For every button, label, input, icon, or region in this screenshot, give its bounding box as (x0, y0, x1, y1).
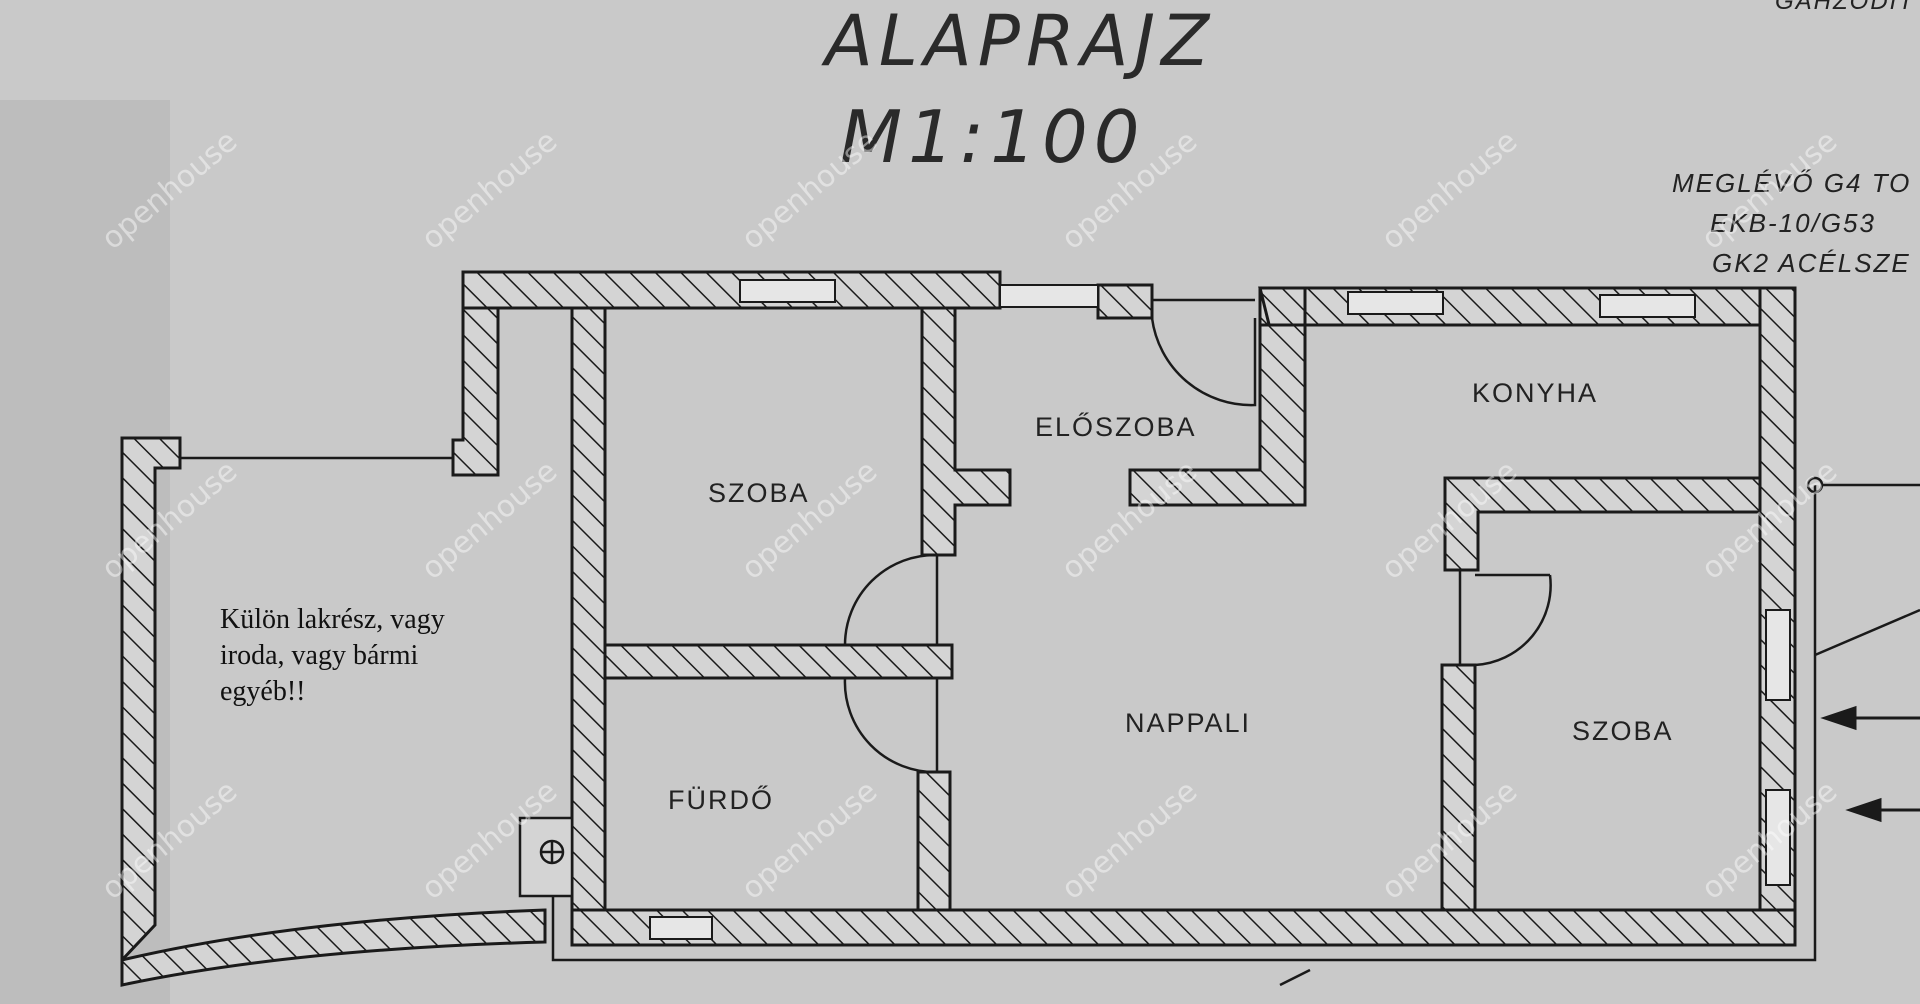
wall-szoba-right-left (1440, 663, 1477, 922)
annex-note-line-3: egyéb!! (220, 676, 306, 707)
annex-note-line-2: iroda, vagy bármi (220, 640, 419, 671)
room-label-furdo: FÜRDŐ (668, 785, 774, 815)
door-furdo-arc (843, 677, 938, 774)
wall-bottom (570, 908, 1797, 947)
wall-konyha-szoba (1443, 476, 1772, 572)
doors (843, 298, 1552, 774)
annex-note-line-1: Külön lakrész, vagy (220, 604, 445, 635)
door-entry-arc (1150, 317, 1257, 407)
wall-szoba-eloszoba (920, 306, 1012, 557)
room-label-szoba-left: SZOBA (708, 478, 810, 508)
window-6 (1765, 609, 1791, 701)
wall-szoba-furdo (603, 643, 954, 680)
door-szoba-right-arc (1474, 574, 1552, 667)
window-2 (999, 284, 1099, 308)
wall-furdo-right (916, 770, 952, 912)
top-right-fragment: GAHZODIT (1775, 0, 1915, 15)
room-label-konyha: KONYHA (1472, 378, 1599, 408)
wall-top-left (461, 270, 1002, 310)
leader-bottom (1279, 968, 1311, 987)
window-3 (1347, 291, 1444, 315)
chimney-box (518, 816, 574, 898)
annex-note: Külön lakrész, vagy iroda, vagy bármi eg… (220, 602, 445, 710)
side-note-line-1: MEGLÉVŐ G4 TO (1672, 168, 1912, 198)
arrows (1820, 705, 1920, 823)
wall-top-entry (1096, 283, 1154, 320)
room-label-nappali: NAPPALI (1125, 708, 1252, 738)
room-label-szoba-right: SZOBA (1572, 716, 1674, 746)
wall-annex-left (120, 436, 182, 964)
room-label-eloszoba: ELŐSZOBA (1035, 412, 1197, 442)
leader-line (1814, 608, 1920, 657)
annex-lines (180, 456, 1920, 987)
windows (649, 279, 1791, 940)
plan-scale: M1:100 (840, 95, 1146, 179)
gas-line (551, 485, 1817, 962)
wall-annex-bottom (120, 908, 547, 987)
window-1 (739, 279, 836, 303)
window-7 (1765, 789, 1791, 886)
door-szoba-arc (843, 553, 938, 646)
window-4 (1599, 294, 1696, 318)
wall-konyha-left (1128, 323, 1307, 507)
arrow-2-head-icon (1845, 797, 1882, 823)
wall-main-left (570, 306, 607, 912)
arrow-1-head-icon (1820, 705, 1857, 731)
window-5 (649, 916, 713, 940)
side-note-line-2: EKB-10/G53 (1710, 208, 1876, 238)
plan-title: ALAPRAJZ (825, 0, 1216, 82)
side-note-line-3: GK2 ACÉLSZE (1712, 248, 1911, 278)
